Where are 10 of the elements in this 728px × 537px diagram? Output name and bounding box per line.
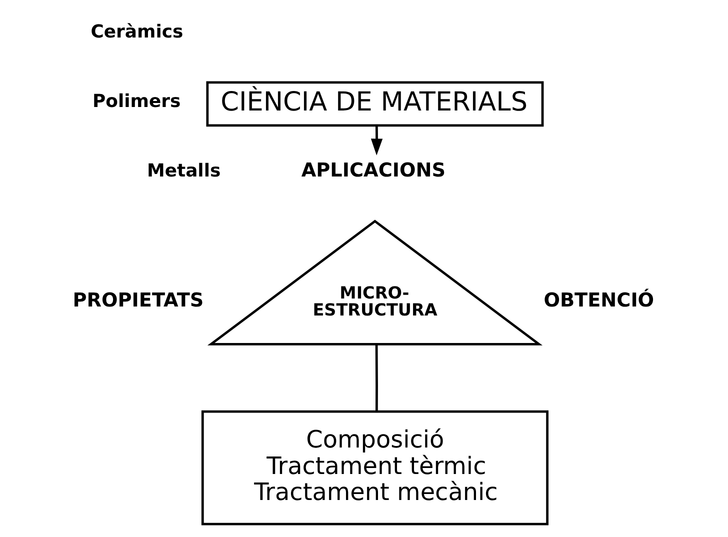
node-label: PROPIETATS [72, 288, 204, 312]
arrow [370, 126, 382, 156]
label: Ceràmics [90, 22, 183, 43]
node-box: Composició Tractament tèrmic Tractament mecànic [200, 410, 548, 526]
label: Polimers [92, 90, 180, 112]
label: Metalls [146, 160, 220, 182]
node-label: OBTENCIÓ [543, 288, 654, 312]
node-text: APLICACIONS [300, 158, 446, 182]
connector [374, 344, 378, 412]
node-box: CIÈNCIA DE MATERIALS [206, 81, 544, 127]
